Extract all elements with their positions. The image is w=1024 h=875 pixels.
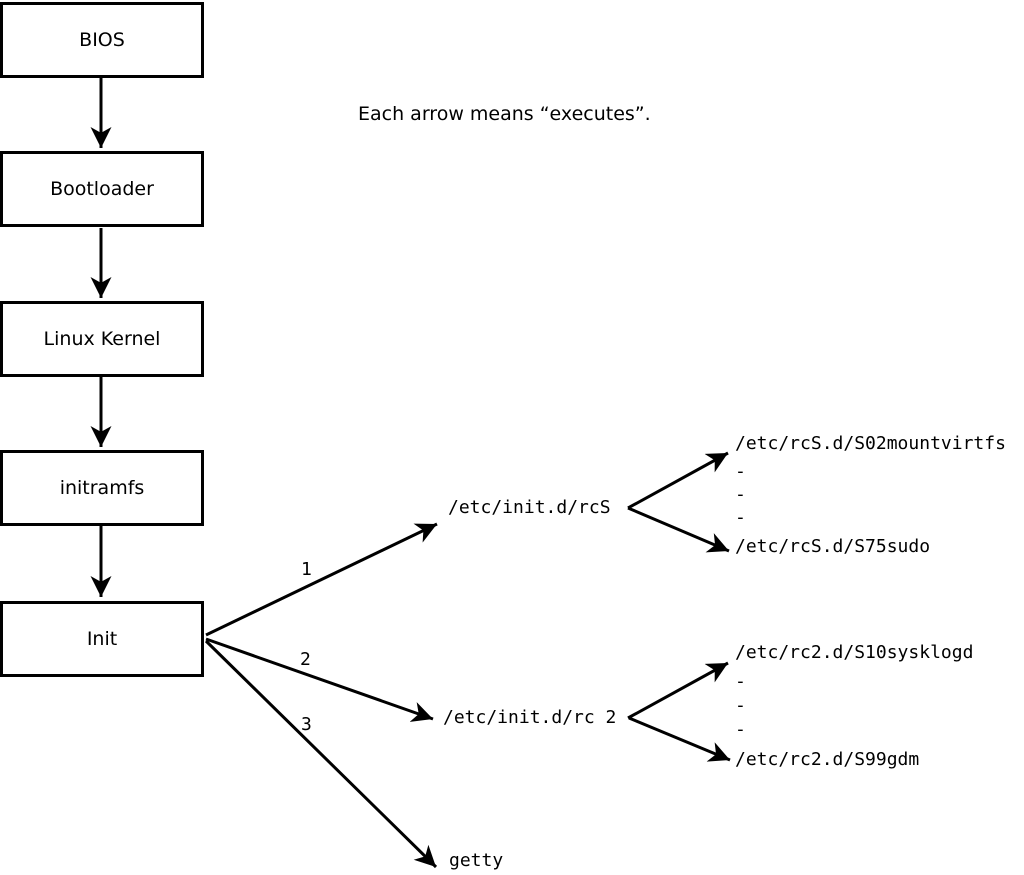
node-etc-init-d-rcs: /etc/init.d/rcS — [448, 497, 611, 518]
arrow-number-3: 3 — [301, 714, 312, 735]
ellipsis-dash: - — [735, 695, 746, 716]
node-etc-rcs-d-s02mountvirtfs: /etc/rcS.d/S02mountvirtfs — [735, 433, 1006, 454]
arrow-init-to-rcs — [205, 522, 438, 637]
arrow-rcs-to-s02mountvirtfs — [627, 451, 729, 510]
node-init-label: Init — [86, 628, 118, 650]
node-linux-kernel-label: Linux Kernel — [43, 328, 161, 350]
arrow-rc2-to-s99gdm — [628, 716, 731, 762]
arrow-number-2: 2 — [300, 649, 311, 670]
ellipsis-dash: - — [735, 719, 746, 740]
node-bios: BIOS — [0, 2, 204, 78]
arrow-rcs-to-s75sudo — [627, 506, 730, 553]
legend-note: Each arrow means “executes”. — [358, 103, 651, 125]
ellipsis-dash: - — [735, 461, 746, 482]
node-initramfs: initramfs — [0, 450, 204, 526]
node-etc-rc2-d-s99gdm: /etc/rc2.d/S99gdm — [735, 749, 920, 770]
arrow-rc2-to-s10sysklogd — [627, 661, 729, 720]
ellipsis-dash: - — [735, 671, 746, 692]
node-etc-rc2-d-s10sysklogd: /etc/rc2.d/S10sysklogd — [735, 642, 974, 663]
node-init: Init — [0, 601, 204, 677]
node-initramfs-label: initramfs — [59, 477, 145, 499]
node-etc-init-d-rc2: /etc/init.d/rc 2 — [443, 707, 617, 728]
node-etc-rcs-d-s75sudo: /etc/rcS.d/S75sudo — [735, 536, 931, 557]
arrow-number-1: 1 — [301, 559, 312, 580]
node-bootloader: Bootloader — [0, 151, 204, 227]
arrow-init-to-getty — [204, 639, 438, 869]
arrow-init-to-rc2 — [205, 637, 434, 722]
node-getty: getty — [449, 850, 504, 871]
node-bios-label: BIOS — [79, 29, 125, 51]
ellipsis-dash: - — [735, 507, 746, 528]
node-bootloader-label: Bootloader — [50, 178, 154, 200]
ellipsis-dash: - — [735, 484, 746, 505]
node-linux-kernel: Linux Kernel — [0, 301, 204, 377]
